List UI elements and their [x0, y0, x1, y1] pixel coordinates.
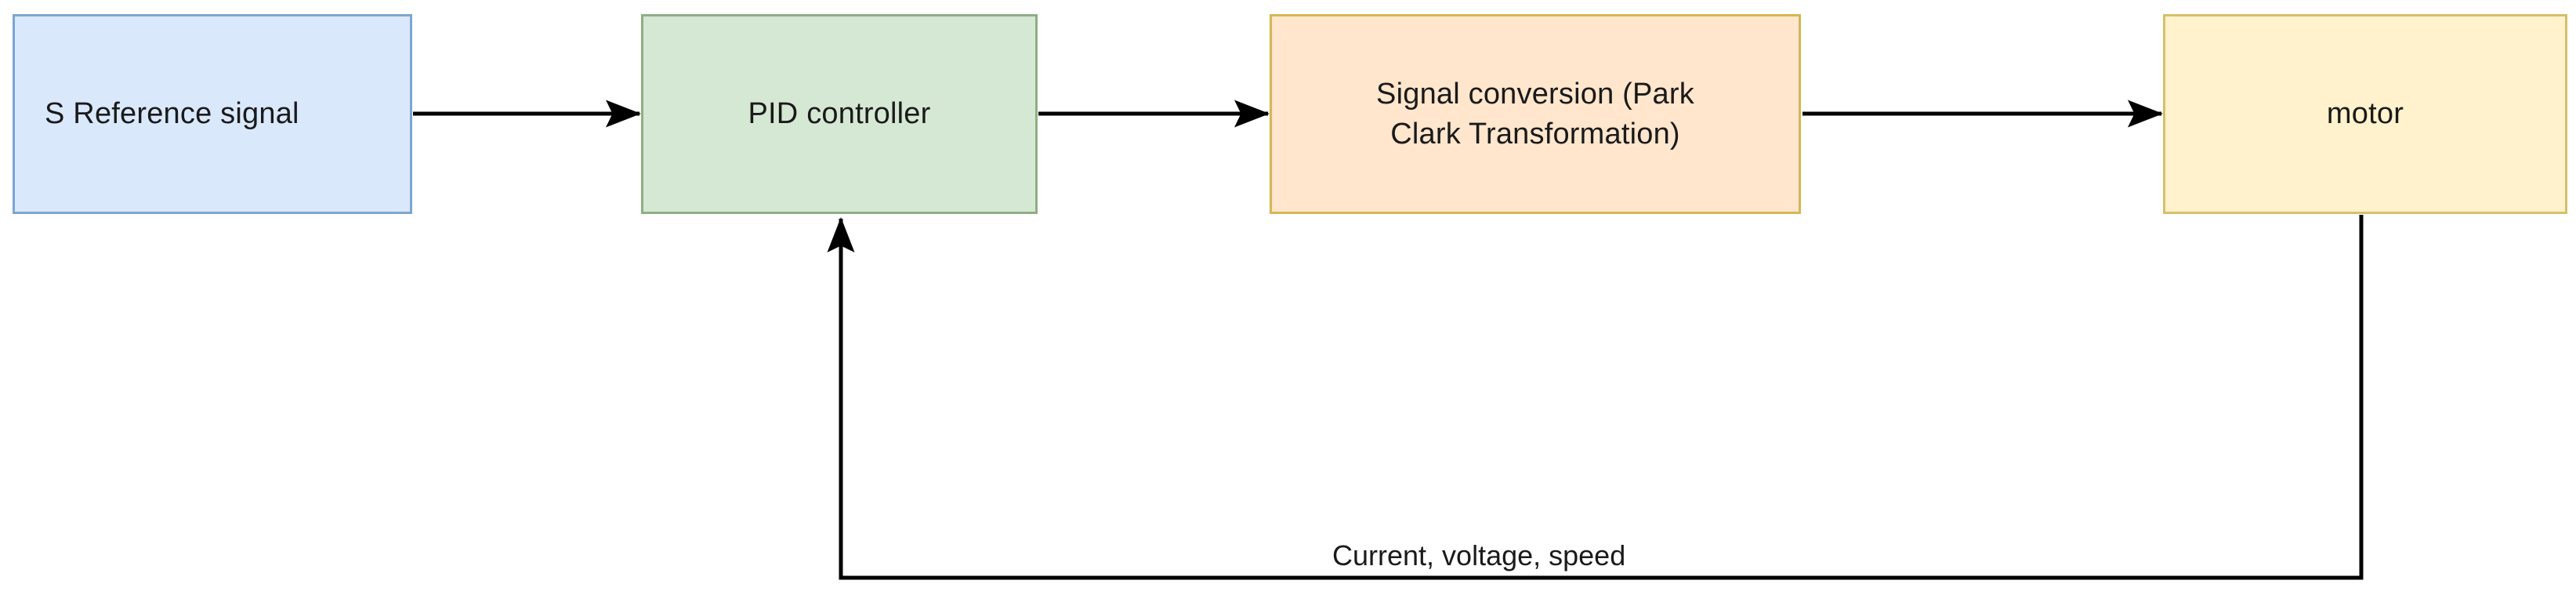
- block-pid-controller-label: PID controller: [748, 97, 931, 131]
- block-reference-signal-label: S Reference signal: [45, 97, 299, 131]
- edge-motor-to-pid-feedback: [827, 215, 2364, 580]
- block-motor[interactable]: motor: [2163, 14, 2567, 214]
- feedback-edge-label: Current, voltage, speed: [1332, 539, 1626, 571]
- block-pid-controller[interactable]: PID controller: [641, 14, 1038, 214]
- block-signal-conversion-label: Signal conversion (Park Clark Transforma…: [1376, 78, 1694, 151]
- block-signal-conversion[interactable]: Signal conversion (Park Clark Transforma…: [1270, 14, 1801, 214]
- block-reference-signal[interactable]: S Reference signal: [13, 14, 412, 214]
- block-motor-label: motor: [2326, 97, 2404, 131]
